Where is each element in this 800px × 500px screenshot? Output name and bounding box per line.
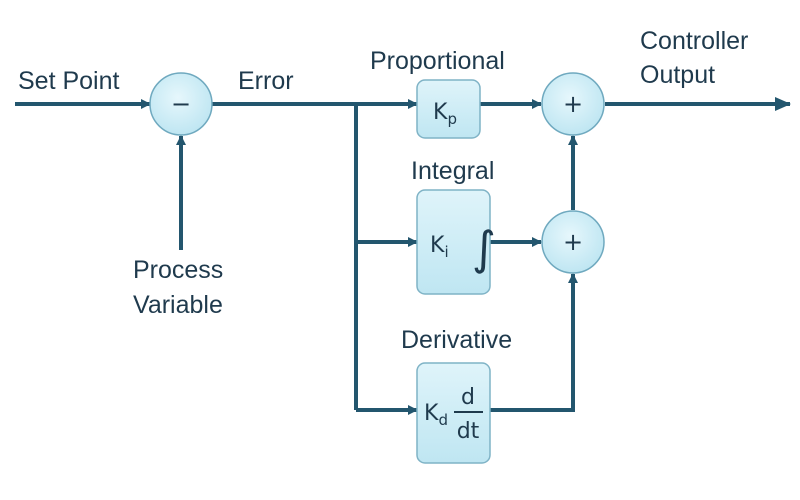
svg-text:Ki: Ki <box>430 233 449 261</box>
integral-block: Ki ∫ <box>416 189 496 295</box>
controller-output-label-line2: Output <box>640 61 716 89</box>
derivative-numerator: d <box>461 385 475 410</box>
integral-label: Integral <box>411 157 495 185</box>
set-point-label: Set Point <box>18 67 120 95</box>
sum-mid-sign: + <box>563 228 583 256</box>
svg-text:Kp: Kp <box>433 100 457 128</box>
process-variable-label-line2: Variable <box>133 291 223 319</box>
controller-output-label-line1: Controller <box>640 27 749 55</box>
comparator-sign: − <box>171 90 191 118</box>
svg-text:Kd: Kd <box>424 401 448 429</box>
proportional-label: Proportional <box>370 47 505 75</box>
integral-symbol: ∫ <box>472 221 496 275</box>
integral-gain: K <box>430 233 445 258</box>
comparator-junction: − <box>149 72 213 136</box>
derivative-gain: K <box>424 401 439 426</box>
sum-junction-middle: + <box>541 210 605 274</box>
proportional-block: Kp <box>416 79 481 139</box>
error-label: Error <box>238 67 294 95</box>
proportional-sub: p <box>447 110 457 128</box>
derivative-label: Derivative <box>401 326 513 354</box>
derivative-sub: d <box>438 411 448 429</box>
process-variable-label-line1: Process <box>133 256 224 284</box>
sum-junction-top: + <box>541 72 605 136</box>
sum-top-sign: + <box>563 90 583 118</box>
proportional-gain: K <box>433 100 448 125</box>
integral-sub: i <box>444 243 448 261</box>
derivative-block: Kd d dt <box>416 362 491 464</box>
derivative-denominator: dt <box>457 419 480 444</box>
derivative-output-arrow <box>490 273 578 412</box>
